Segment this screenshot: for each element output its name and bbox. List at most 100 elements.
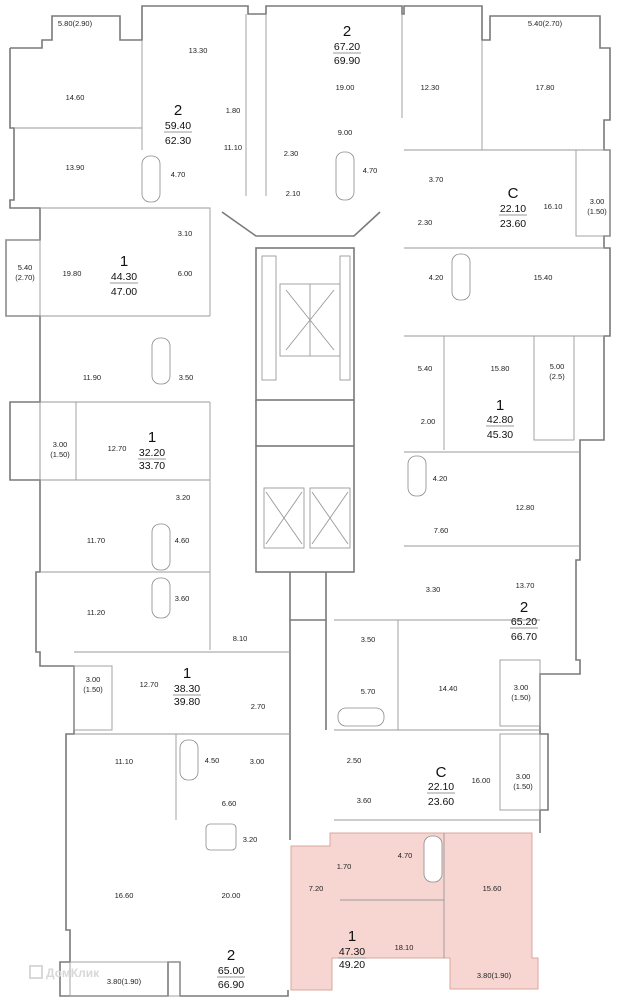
room-area: 3.70 [429,175,444,184]
room-area: 2.30 [284,149,299,158]
room-area: 2.30 [418,218,433,227]
apartment-labels: 2 59.40 62.30 2 67.20 69.90 C 22.10 23.6… [110,23,538,991]
room-area: 3.30 [426,585,441,594]
room-area: 3.60 [357,796,372,805]
svg-text:32.20: 32.20 [139,447,165,459]
room-area: 13.70 [516,581,535,590]
room-area: 14.60 [66,93,85,102]
room-area: 2.00 [421,417,436,426]
room-area: 11.70 [87,536,105,545]
svg-text:ДомКлик: ДомКлик [46,966,100,980]
room-area: 3.20 [176,493,191,502]
room-area: 4.70 [398,851,413,860]
room-area: 3.80(1.90) [107,977,142,986]
svg-text:2: 2 [227,947,235,964]
apartment-label[interactable]: 2 65.00 66.90 [217,947,245,991]
room-area: (1.50) [511,693,531,702]
svg-text:23.60: 23.60 [428,796,454,808]
svg-text:C: C [508,185,519,202]
room-area: 11.10 [224,143,242,152]
room-area: 2.50 [347,756,362,765]
room-area: 7.20 [309,884,324,893]
apartment-label[interactable]: 2 59.40 62.30 [164,102,192,147]
svg-text:47.00: 47.00 [111,286,137,298]
room-area: 16.10 [544,202,563,211]
svg-text:1: 1 [120,253,128,270]
room-area: 3.50 [361,635,376,644]
apartment-label[interactable]: 1 42.80 45.30 [486,397,514,441]
svg-text:44.30: 44.30 [111,271,137,283]
room-area: 15.40 [534,273,553,282]
room-area-labels: 5.80(2.90) 13.30 14.60 1.80 11.10 13.90 … [15,19,607,986]
svg-text:2: 2 [174,102,182,119]
room-area: 12.70 [140,680,159,689]
room-area: 7.60 [434,526,449,535]
room-area: 16.60 [115,891,134,900]
svg-text:66.90: 66.90 [218,979,244,991]
elevator-shafts [263,487,351,549]
room-area: 8.10 [233,634,248,643]
room-area: 6.60 [222,799,237,808]
svg-text:22.10: 22.10 [500,203,526,215]
highlighted-apartment[interactable] [290,832,539,991]
svg-text:62.30: 62.30 [165,135,191,147]
room-area: 3.00 [53,440,68,449]
svg-text:65.20: 65.20 [511,616,537,628]
watermark-logo: ДомКлик [29,965,100,980]
svg-text:38.30: 38.30 [174,683,200,695]
svg-text:1: 1 [348,928,356,945]
room-area: (2.5) [549,372,565,381]
room-area: (1.50) [83,685,103,694]
room-area: 3.50 [179,373,194,382]
room-area: 3.00 [516,772,531,781]
room-area: 4.60 [175,536,190,545]
room-area: 9.00 [338,128,353,137]
room-area: 13.30 [189,46,208,55]
svg-text:42.80: 42.80 [487,414,513,426]
svg-text:23.60: 23.60 [500,218,526,230]
room-area: 12.80 [516,503,535,512]
svg-text:1: 1 [148,429,156,446]
room-area: 3.20 [243,835,258,844]
room-area: 15.80 [491,364,510,373]
room-area: 6.00 [178,269,193,278]
room-area: 3.00 [590,197,605,206]
room-area: 1.80 [226,106,241,115]
room-area: 4.70 [171,170,186,179]
svg-text:1: 1 [183,665,191,682]
room-area: 19.00 [336,83,355,92]
svg-text:49.20: 49.20 [339,959,365,971]
room-area: 2.10 [286,189,301,198]
room-area: (2.70) [15,273,35,282]
room-area: 11.10 [115,757,133,766]
svg-text:39.80: 39.80 [174,696,200,708]
building-walls [5,5,611,997]
room-area: 3.00 [250,757,265,766]
apartment-label[interactable]: 1 38.30 39.80 [173,665,201,708]
room-area: (1.50) [50,450,70,459]
apartment-label[interactable]: 1 47.30 49.20 [338,928,366,971]
room-area: (1.50) [587,207,607,216]
svg-text:2: 2 [343,23,351,40]
svg-text:45.30: 45.30 [487,429,513,441]
apartment-label[interactable]: 1 44.30 47.00 [110,253,138,298]
room-area: 15.60 [483,884,502,893]
apartment-label[interactable]: 2 65.20 66.70 [510,599,538,643]
room-area: 4.50 [205,756,220,765]
svg-text:65.00: 65.00 [218,965,244,977]
apartment-label[interactable]: 2 67.20 69.90 [333,23,361,67]
room-area: 3.00 [514,683,529,692]
room-area: 2.70 [251,702,266,711]
room-area: 5.00 [550,362,565,371]
room-area: 5.80(2.90) [58,19,93,28]
apartment-label[interactable]: 1 32.20 33.70 [138,429,166,472]
apartment-label[interactable]: C 22.10 23.60 [499,185,527,230]
room-area: 4.70 [363,166,378,175]
apartment-label[interactable]: C 22.10 23.60 [427,764,455,808]
svg-text:1: 1 [496,397,504,414]
room-area: 19.80 [63,269,82,278]
room-area: 5.40(2.70) [528,19,563,28]
room-area: 5.70 [361,687,376,696]
svg-text:66.70: 66.70 [511,631,537,643]
